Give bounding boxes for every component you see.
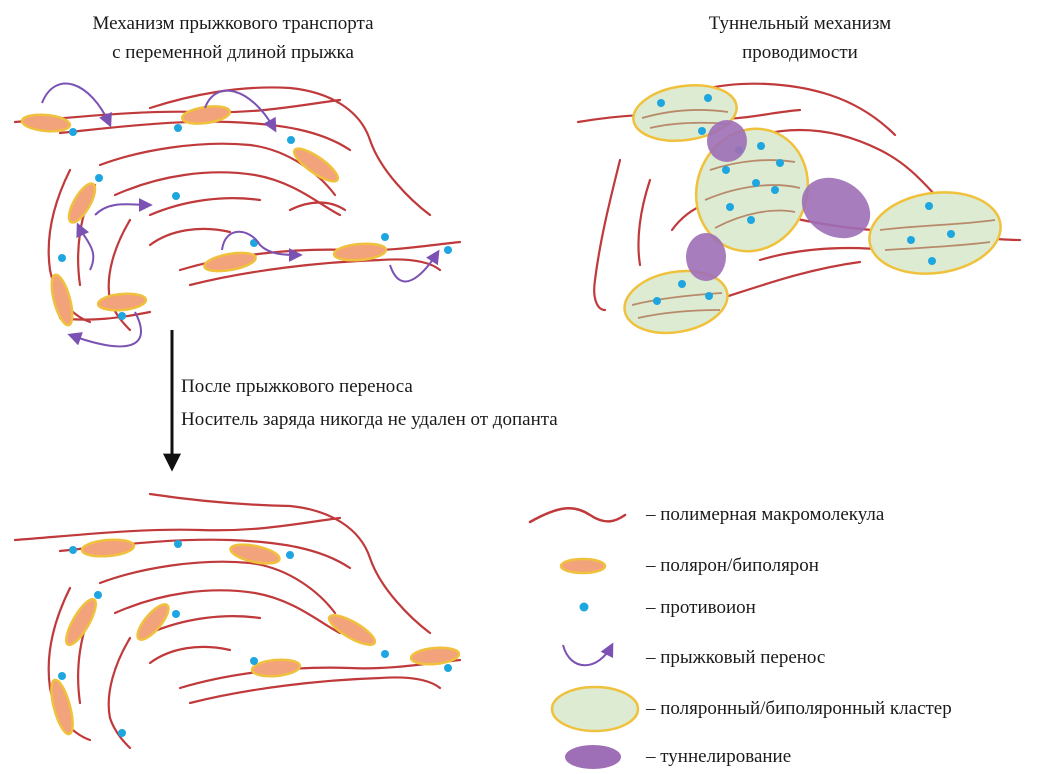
polaron-cluster (864, 184, 1006, 282)
counterion (444, 664, 452, 672)
polaron (203, 250, 257, 275)
polymer-chain (150, 616, 260, 633)
polymer-chain (290, 203, 345, 211)
legend-counterion-icon (580, 603, 589, 612)
legend-label-polaron: – полярон/биполярон (646, 554, 819, 578)
counterion (174, 124, 182, 132)
polymer-chain (150, 229, 230, 245)
legend-label-polymer: – полимерная макромолекула (646, 503, 884, 527)
legend-label-cluster: – поляронный/биполяронный кластер (646, 697, 952, 721)
counterion (58, 254, 66, 262)
polaron (251, 658, 300, 678)
polymer-chain (638, 180, 650, 265)
legend-label-counterion: – противоион (646, 596, 756, 620)
tunneling (686, 233, 726, 281)
polymer-chain (190, 677, 440, 703)
counterion (95, 174, 103, 182)
counterion (94, 591, 102, 599)
polymer-chain (60, 122, 350, 150)
legend-tunneling-icon (565, 745, 621, 769)
after-hopping-counterions (58, 540, 452, 737)
hop-arrow (390, 252, 438, 281)
polaron (97, 292, 146, 312)
legend-label-tunneling: – туннелирование (646, 745, 791, 769)
hopping-polarons (21, 104, 386, 327)
polaron (290, 144, 342, 187)
legend-polymer-chain-icon (530, 508, 625, 522)
polaron (47, 678, 77, 736)
counterion (69, 546, 77, 554)
polymer-chain (150, 198, 260, 215)
legend-label-hopping: – прыжковый перенос (646, 646, 825, 670)
legend-cluster-icon (552, 687, 638, 731)
counterion (118, 729, 126, 737)
polaron (48, 273, 77, 327)
counterion (58, 672, 66, 680)
polymer-chain (15, 518, 340, 540)
hop-arrow (95, 204, 150, 215)
counterion (172, 192, 180, 200)
counterion (287, 136, 295, 144)
polymer-chain (115, 172, 340, 215)
counterion (381, 650, 389, 658)
polaron (81, 538, 134, 558)
counterion (250, 657, 258, 665)
legend-polaron-icon (561, 559, 605, 573)
hopping-counterions (58, 124, 452, 320)
counterion (172, 610, 180, 618)
polaron (133, 600, 174, 644)
legend-hopping-arrow-icon (563, 645, 612, 665)
polaron (229, 541, 281, 567)
counterion (118, 312, 126, 320)
counterion (444, 246, 452, 254)
polymer-chain (594, 160, 620, 310)
polaron (410, 646, 459, 666)
counterion (69, 128, 77, 136)
counterion (381, 233, 389, 241)
polymer-chain (150, 647, 230, 663)
legend-symbols (530, 508, 638, 769)
counterion (286, 551, 294, 559)
tunneling (707, 120, 747, 162)
polaron (21, 113, 70, 133)
counterion (174, 540, 182, 548)
